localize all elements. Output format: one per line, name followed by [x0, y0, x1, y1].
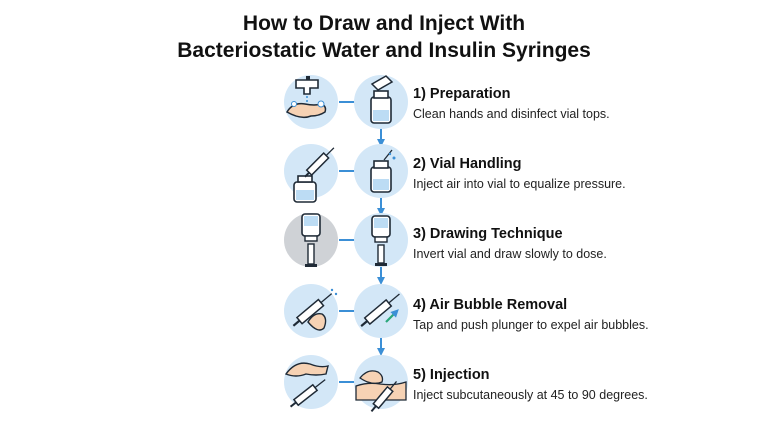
step-2-text: 2) Vial Handling Inject air into vial to…: [413, 155, 626, 192]
subcutaneous-injection-icon: [354, 355, 408, 412]
step-1-text: 1) Preparation Clean hands and disinfect…: [413, 85, 610, 122]
step-4-description: Tap and push plunger to expel air bubble…: [413, 318, 649, 332]
title-line-1: How to Draw and Inject With: [242, 12, 526, 35]
step-3-text: 3) Drawing Technique Invert vial and dra…: [413, 225, 607, 262]
inverted-vial-draw-icon: [354, 213, 408, 267]
hand-washing-icon: [284, 75, 338, 129]
vial-air-injection-icon: [354, 144, 408, 198]
step-5-text: 5) Injection Inject subcutaneously at 45…: [413, 366, 648, 403]
title-line-2: Bacteriostatic Water and Insulin Syringe…: [177, 39, 591, 62]
vial-swab-icon: [354, 75, 408, 129]
syringe-plunger-push-icon: [354, 284, 408, 338]
step-3-heading: 3) Drawing Technique: [413, 226, 563, 242]
syringe-tap-icon: [284, 284, 338, 338]
syringe-icon: [284, 144, 338, 203]
step-5-description: Inject subcutaneously at 45 to 90 degree…: [413, 388, 648, 402]
step-2-description: Inject air into vial to equalize pressur…: [413, 177, 626, 191]
skin-pinch-icon: [284, 355, 338, 409]
page-title: How to Draw and Inject With Bacteriostat…: [0, 10, 768, 64]
inverted-vial-syringe-icon: [284, 213, 338, 267]
horizontal-connectors: [339, 101, 355, 383]
step-1-heading: 1) Preparation: [413, 86, 511, 102]
step-3-description: Invert vial and draw slowly to dose.: [413, 247, 607, 261]
step-4-text: 4) Air Bubble Removal Tap and push plung…: [413, 296, 649, 333]
step-1-description: Clean hands and disinfect vial tops.: [413, 107, 610, 121]
step-4-heading: 4) Air Bubble Removal: [413, 297, 568, 313]
step-5-heading: 5) Injection: [413, 367, 490, 383]
step-2-heading: 2) Vial Handling: [413, 156, 522, 172]
